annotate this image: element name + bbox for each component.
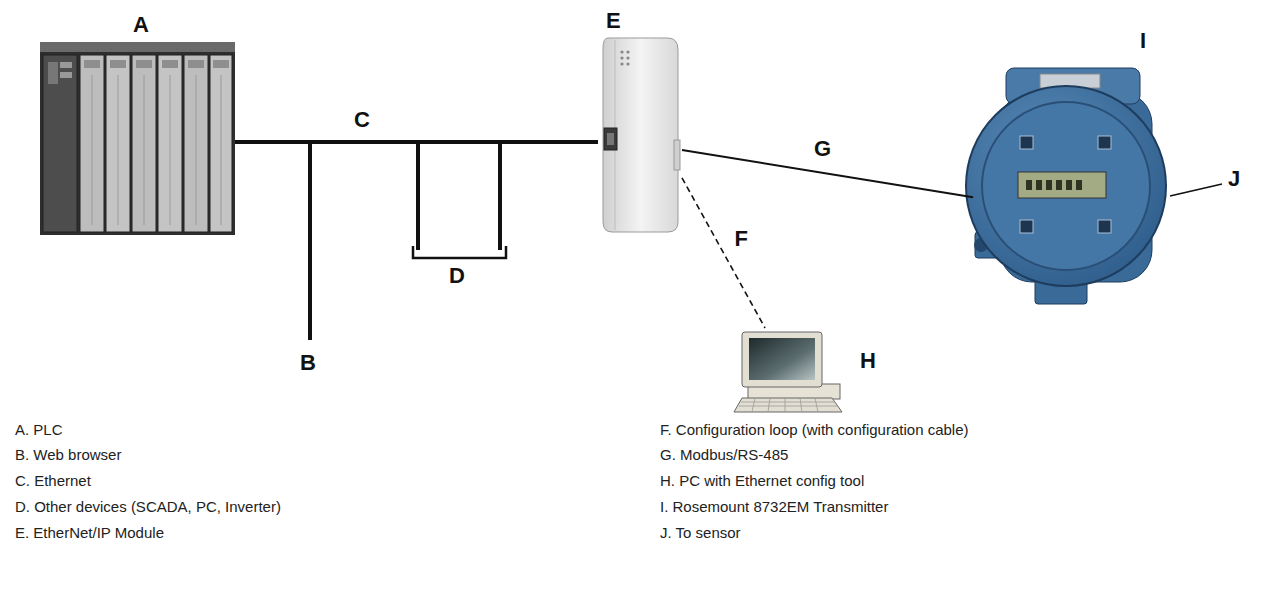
line-shape [92, 75, 93, 225]
rect-shape [48, 62, 58, 84]
path-shape [413, 246, 506, 258]
line-shape [416, 142, 420, 250]
circle-shape [626, 62, 629, 65]
rect-shape [106, 55, 130, 232]
rect-shape [84, 60, 100, 68]
g-shape [620, 50, 629, 65]
line-shape [768, 398, 770, 412]
rect-shape [1018, 172, 1106, 198]
line-shape [170, 75, 171, 225]
circle-shape [620, 56, 623, 59]
rect-shape [184, 55, 208, 232]
line-shape [739, 406, 838, 407]
rect-shape [1056, 180, 1062, 190]
legend-note: C. Ethernet [15, 472, 91, 490]
rect-shape [1020, 136, 1033, 149]
legend-note: G. Modbus/RS-485 [660, 446, 788, 464]
line-shape [785, 398, 786, 412]
legend-note: A. PLC [15, 421, 63, 439]
legend-note: D. Other devices (SCADA, PC, Inverter) [15, 498, 281, 516]
circle-shape [966, 86, 1166, 286]
rect-shape [607, 133, 614, 145]
rect-shape [158, 55, 182, 232]
rect-shape [40, 42, 235, 235]
connection-label: C [352, 107, 372, 133]
polygon-shape [734, 398, 842, 412]
legend-note: B. Web browser [15, 446, 121, 464]
rect-shape [1066, 180, 1072, 190]
path-shape [603, 38, 678, 232]
legend-note: I. Rosemount 8732EM Transmitter [660, 498, 888, 516]
line-shape [196, 75, 197, 225]
ethernet-ip-module: E [598, 8, 682, 238]
callout-letter: E [606, 8, 621, 34]
rect-shape [604, 128, 617, 150]
connection-label: G [812, 136, 833, 162]
rect-shape [40, 42, 235, 52]
callout-letter: I [1140, 28, 1146, 54]
pc-illustration [734, 332, 842, 412]
line-shape [221, 75, 222, 225]
rect-shape [1020, 220, 1033, 233]
circle-shape [982, 102, 1150, 270]
callout-letter: D [449, 263, 465, 289]
rect-shape [674, 140, 680, 170]
rect-shape [210, 55, 232, 232]
rect-shape [1046, 180, 1052, 190]
plc: A [38, 12, 235, 240]
g-shape [92, 75, 221, 225]
line-shape [1170, 184, 1222, 196]
line-shape [800, 398, 802, 412]
rect-shape [1076, 180, 1082, 190]
circle-shape [626, 50, 629, 53]
rect-shape [43, 55, 77, 232]
circle-shape [626, 56, 629, 59]
callout-letter: H [860, 348, 876, 374]
circle-shape [620, 62, 623, 65]
dashed-connection [682, 178, 765, 328]
rect-shape [110, 60, 126, 68]
cable-connection [235, 140, 598, 144]
rect-shape [162, 60, 178, 68]
callout-letter: B [300, 350, 316, 376]
line-shape [144, 75, 145, 225]
bus-wires [310, 142, 1222, 340]
rect-shape [1098, 136, 1111, 149]
line-shape [498, 142, 502, 250]
rect-shape [60, 72, 72, 78]
rect-shape [742, 332, 822, 387]
legend-note: J. To sensor [660, 524, 741, 542]
rect-shape [1026, 180, 1032, 190]
transmitter-illustration [966, 68, 1166, 304]
g-shape [84, 60, 229, 68]
ethernet-ip-module [603, 38, 680, 232]
rect-shape [749, 338, 815, 380]
rect-shape [136, 60, 152, 68]
callout-letter: J [1228, 166, 1240, 192]
rect-shape [60, 62, 72, 68]
legend-note: F. Configuration loop (with configuratio… [660, 421, 969, 439]
rect-shape [80, 55, 104, 232]
g-shape [1026, 180, 1082, 190]
line-shape [741, 402, 835, 403]
line-shape [308, 142, 312, 340]
rect-shape [188, 60, 204, 68]
line-shape [815, 398, 818, 412]
g-shape [739, 398, 838, 412]
connection-label: F [733, 226, 750, 252]
rect-shape [1098, 220, 1111, 233]
callout-letter: A [133, 12, 149, 38]
circle-shape [620, 50, 623, 53]
line-shape [118, 75, 119, 225]
rect-shape [1036, 180, 1042, 190]
legend-note: H. PC with Ethernet config tool [660, 472, 864, 490]
line-shape [752, 398, 755, 412]
legend-note: E. EtherNet/IP Module [15, 524, 164, 542]
plc-illustration [40, 42, 235, 235]
g-shape [1020, 136, 1111, 233]
pc: H [735, 328, 885, 413]
transmitter: I [973, 28, 1170, 310]
rect-shape [213, 60, 229, 68]
rect-shape [132, 55, 156, 232]
